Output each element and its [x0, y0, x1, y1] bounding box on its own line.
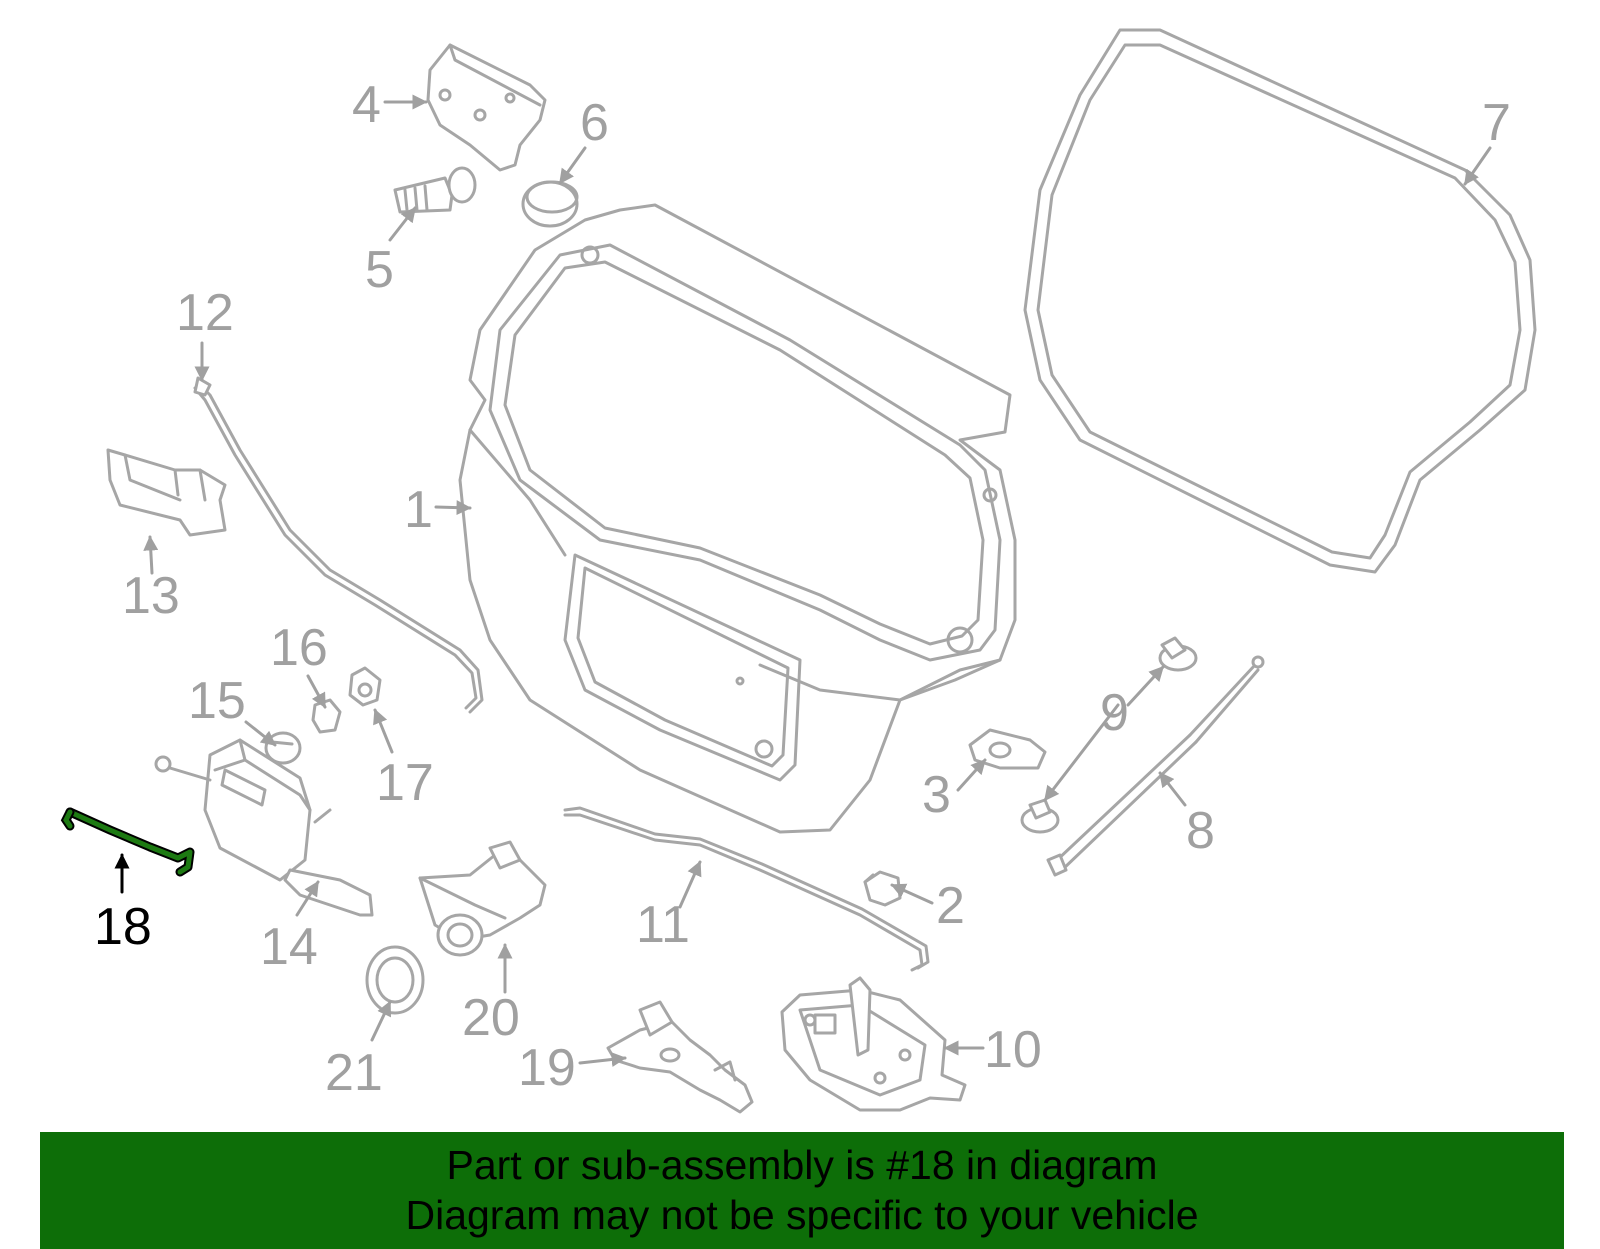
rod-part-12	[193, 376, 484, 714]
lock-cylinder-part-20	[418, 840, 547, 957]
callout-7: 7	[1482, 94, 1511, 152]
rod-part-18-highlighted	[60, 807, 195, 877]
seal-part-21	[365, 945, 425, 1015]
rod-part-11	[563, 806, 930, 972]
banner-line-1: Part or sub-assembly is #18 in diagram	[446, 1142, 1158, 1188]
actuator-part-14	[154, 738, 374, 917]
callout-6: 6	[580, 94, 609, 152]
lever-part-19	[606, 1000, 754, 1114]
parts-diagram: 1 2 3 4 5 6 7 8 9 10 11 12 13 14 15 16 1…	[60, 28, 1537, 1114]
callout-4: 4	[352, 76, 381, 134]
callout-numbers: 1 2 3 4 5 6 7 8 9 10 11 12 13 14 15 16 1…	[94, 76, 1511, 1102]
fastener-part-2	[863, 870, 902, 907]
plug-part-6	[521, 180, 579, 228]
callout-1: 1	[404, 481, 433, 539]
banner-line-2: Diagram may not be specific to your vehi…	[405, 1192, 1199, 1238]
callout-10: 10	[984, 1021, 1042, 1079]
callout-5: 5	[365, 241, 394, 299]
leader-lines	[114, 94, 1492, 1067]
bolt-part-5	[393, 166, 477, 214]
callout-8: 8	[1186, 802, 1215, 860]
latch-part-10	[780, 976, 967, 1112]
callout-20: 20	[462, 989, 520, 1047]
callout-13: 13	[122, 567, 180, 625]
ball-stud-part-9	[1020, 636, 1198, 834]
callout-3: 3	[922, 766, 951, 824]
callout-15: 15	[188, 672, 246, 730]
handle-part-13	[106, 448, 227, 537]
callout-18: 18	[94, 898, 152, 956]
liftgate-part-1	[458, 203, 1017, 834]
callout-9: 9	[1100, 684, 1129, 742]
clip-part-16	[311, 698, 342, 734]
callout-21: 21	[325, 1044, 383, 1102]
callout-19: 19	[518, 1039, 576, 1097]
bracket-part-3	[968, 728, 1047, 770]
callout-17: 17	[376, 754, 434, 812]
weatherstrip-part-7	[1023, 28, 1537, 574]
info-banner: Part or sub-assembly is #18 in diagram D…	[40, 1132, 1564, 1249]
callout-16: 16	[270, 619, 328, 677]
callout-14: 14	[260, 918, 318, 976]
hinge-part-4	[426, 43, 547, 172]
strut-part-8	[1046, 655, 1265, 877]
clip-part-17	[348, 666, 382, 707]
callout-2: 2	[936, 877, 965, 935]
callout-12: 12	[176, 284, 234, 342]
callout-11: 11	[636, 896, 690, 954]
